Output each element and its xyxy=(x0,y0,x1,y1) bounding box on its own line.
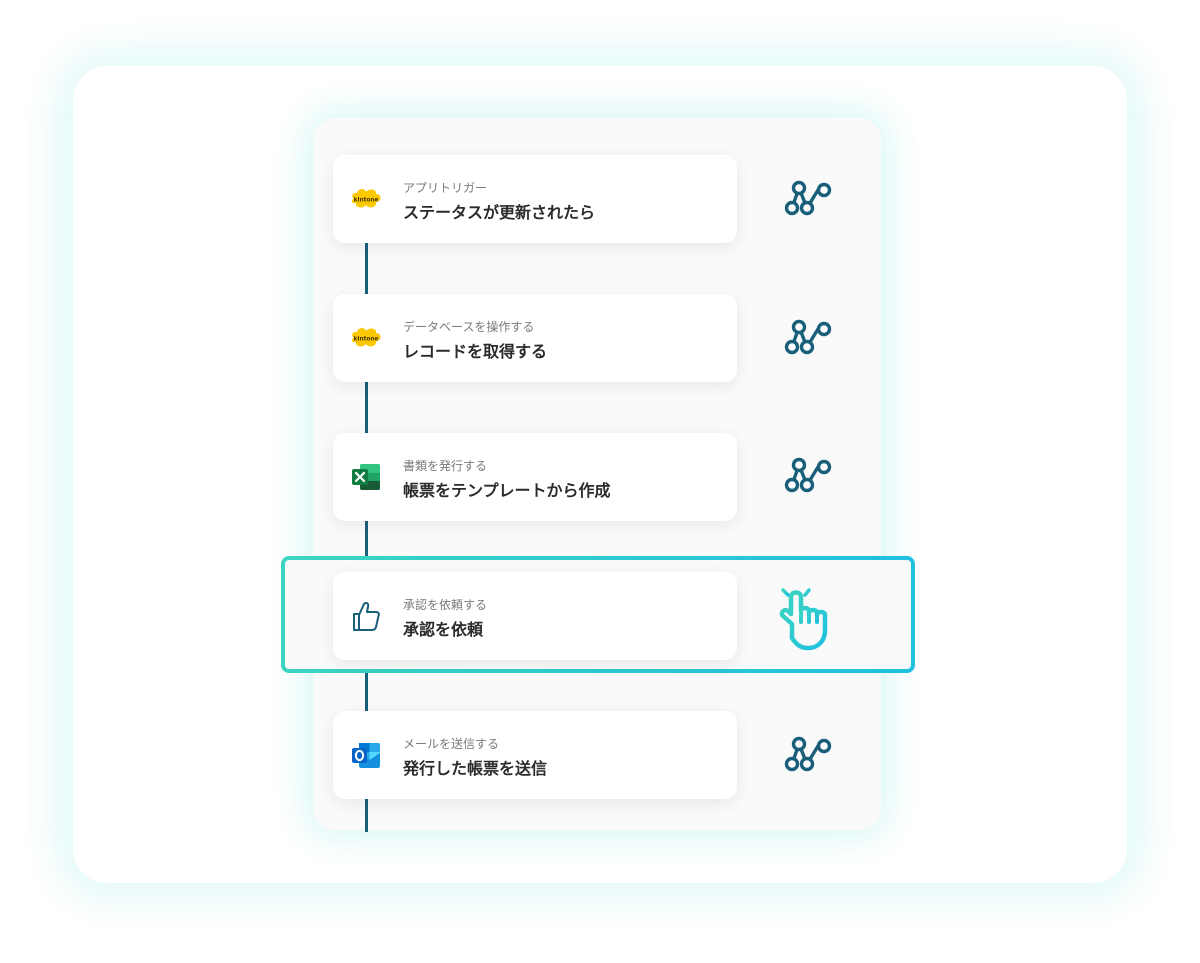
node-graph-icon[interactable] xyxy=(781,177,837,219)
step-title: レコードを取得する xyxy=(403,342,548,361)
kintone-logo-text: kintone xyxy=(354,337,379,343)
step-title: 発行した帳票を送信 xyxy=(403,759,548,778)
excel-icon xyxy=(349,460,383,494)
outlook-icon xyxy=(349,738,383,772)
thumbs-up-icon xyxy=(349,599,383,633)
step-card-1[interactable]: kintone アプリトリガー ステータスが更新されたら xyxy=(333,155,737,243)
step-subtitle: 承認を依頼する xyxy=(403,598,488,612)
step-subtitle: アプリトリガー xyxy=(403,181,488,195)
step-subtitle: メールを送信する xyxy=(403,737,500,751)
node-graph-icon[interactable] xyxy=(781,454,837,496)
tap-hand-icon[interactable] xyxy=(774,578,844,652)
node-graph-icon[interactable] xyxy=(781,733,837,775)
step-card-4[interactable]: 承認を依頼する 承認を依頼 xyxy=(333,572,737,660)
step-title: 承認を依頼 xyxy=(403,620,484,639)
node-graph-icon[interactable] xyxy=(781,316,837,358)
kintone-logo-text: kintone xyxy=(354,198,379,204)
step-card-3[interactable]: 書類を発行する 帳票をテンプレートから作成 xyxy=(333,433,737,521)
step-title: ステータスが更新されたら xyxy=(403,203,596,222)
kintone-icon: kintone xyxy=(349,182,383,216)
step-card-5[interactable]: メールを送信する 発行した帳票を送信 xyxy=(333,711,737,799)
step-subtitle: データベースを操作する xyxy=(403,320,535,334)
step-card-2[interactable]: kintone データベースを操作する レコードを取得する xyxy=(333,294,737,382)
step-title: 帳票をテンプレートから作成 xyxy=(403,481,611,500)
step-subtitle: 書類を発行する xyxy=(403,459,488,473)
kintone-icon: kintone xyxy=(349,321,383,355)
